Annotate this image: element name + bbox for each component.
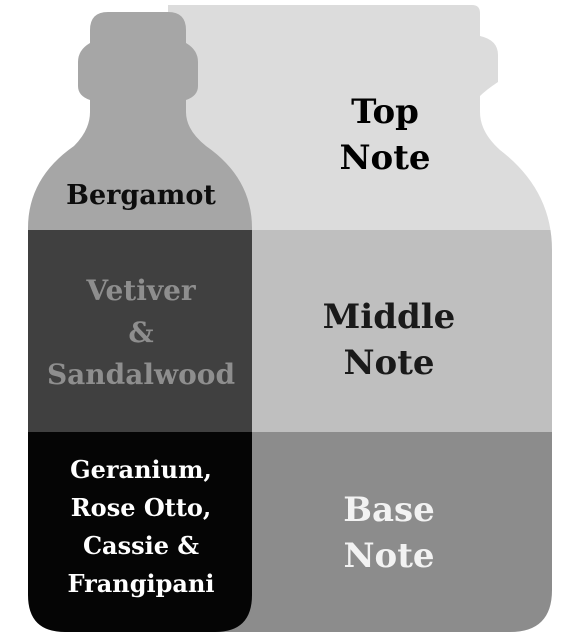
note-label-line: Note (339, 138, 431, 178)
note-label-line: Note (343, 343, 435, 383)
bottle-band-middle (28, 230, 252, 432)
ingredient-line: Geranium, (70, 455, 212, 484)
ingredient-line: & (128, 316, 154, 349)
middle-note-ingredients: Vetiver & Sandalwood (28, 268, 254, 398)
note-label-line: Middle (322, 297, 456, 337)
ingredient-line: Bergamot (66, 179, 216, 211)
ingredient-line: Rose Otto, (70, 493, 212, 522)
note-label-line: Base (343, 490, 435, 530)
base-note-label: Base Note (300, 483, 478, 583)
ingredient-line: Sandalwood (46, 358, 236, 391)
top-note-ingredients: Bergamot (28, 170, 254, 220)
ingredient-line: Vetiver (86, 274, 196, 307)
middle-note-label: Middle Note (300, 290, 478, 390)
top-note-label: Top Note (300, 85, 470, 185)
base-note-ingredients: Geranium, Rose Otto, Cassie & Frangipani (28, 452, 254, 602)
ingredient-line: Frangipani (67, 569, 215, 598)
note-label-line: Note (343, 536, 435, 576)
ingredient-line: Cassie & (82, 531, 200, 560)
note-label-line: Top (351, 92, 419, 132)
bottle-band-base (28, 432, 252, 632)
